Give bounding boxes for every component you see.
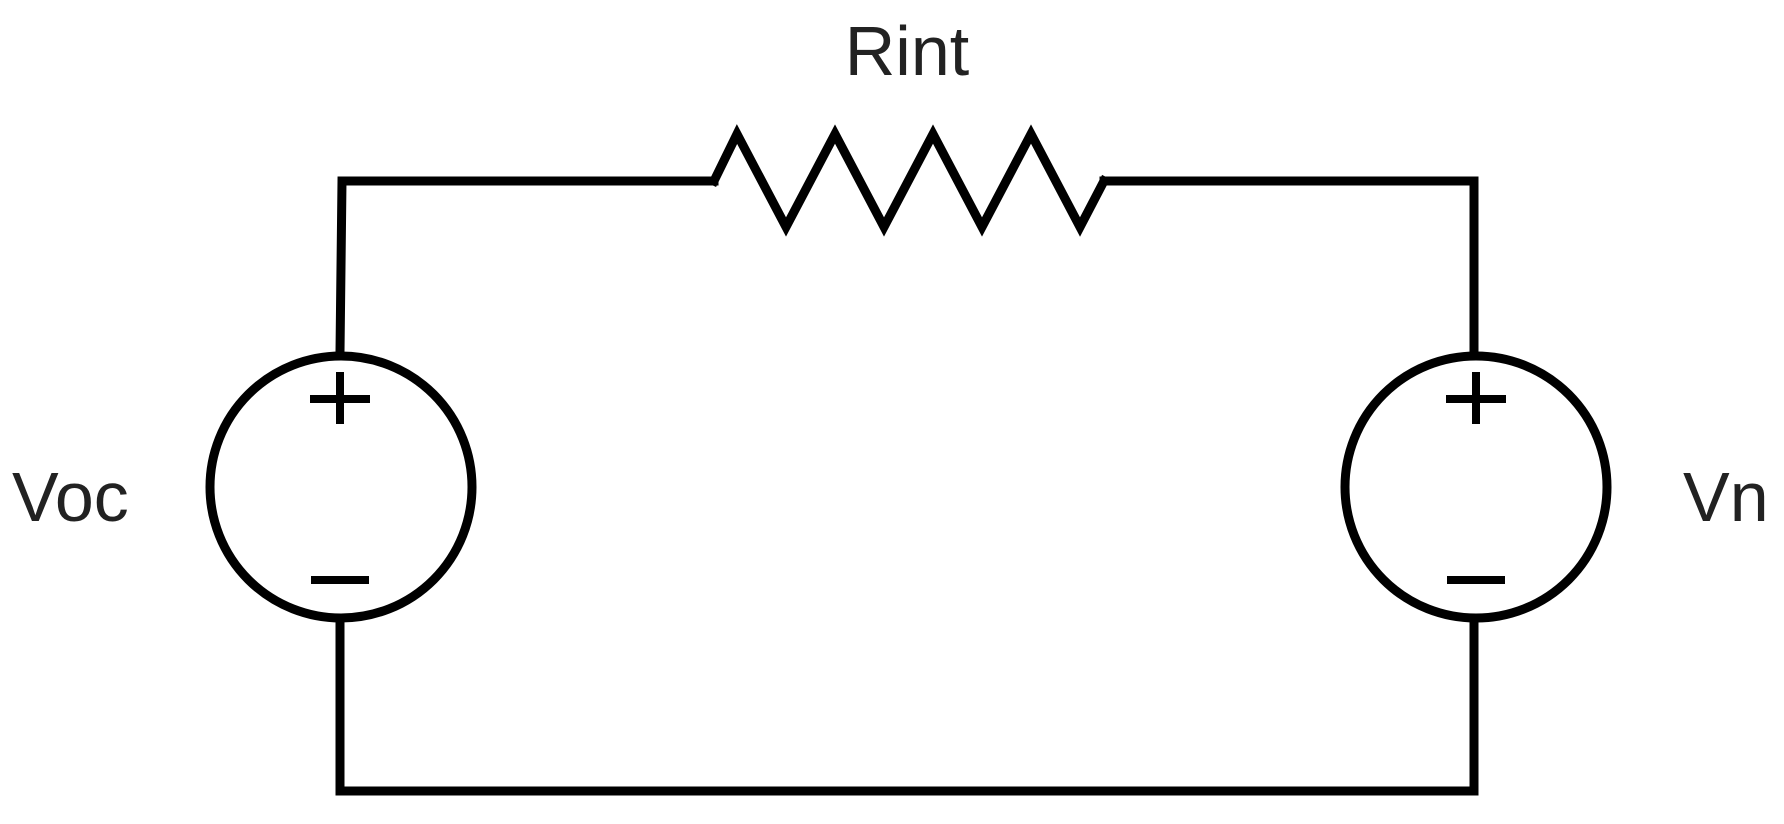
plus-sign-icon [1446, 372, 1506, 424]
source-right-label: Vn [1683, 458, 1769, 536]
voltage-source-voc [205, 351, 477, 623]
voltage-source-circle [1340, 351, 1612, 623]
resistor-rint [707, 124, 1111, 237]
resistor-label: Rint [845, 12, 969, 90]
voltage-source-circle [205, 351, 477, 623]
wire-top-left [335, 176, 719, 357]
plus-sign-icon [310, 372, 370, 424]
wire-top-right [1099, 176, 1479, 357]
voltage-source-vn [1340, 351, 1612, 623]
source-left-label: Voc [12, 458, 129, 536]
wire-bottom [335, 615, 1479, 796]
